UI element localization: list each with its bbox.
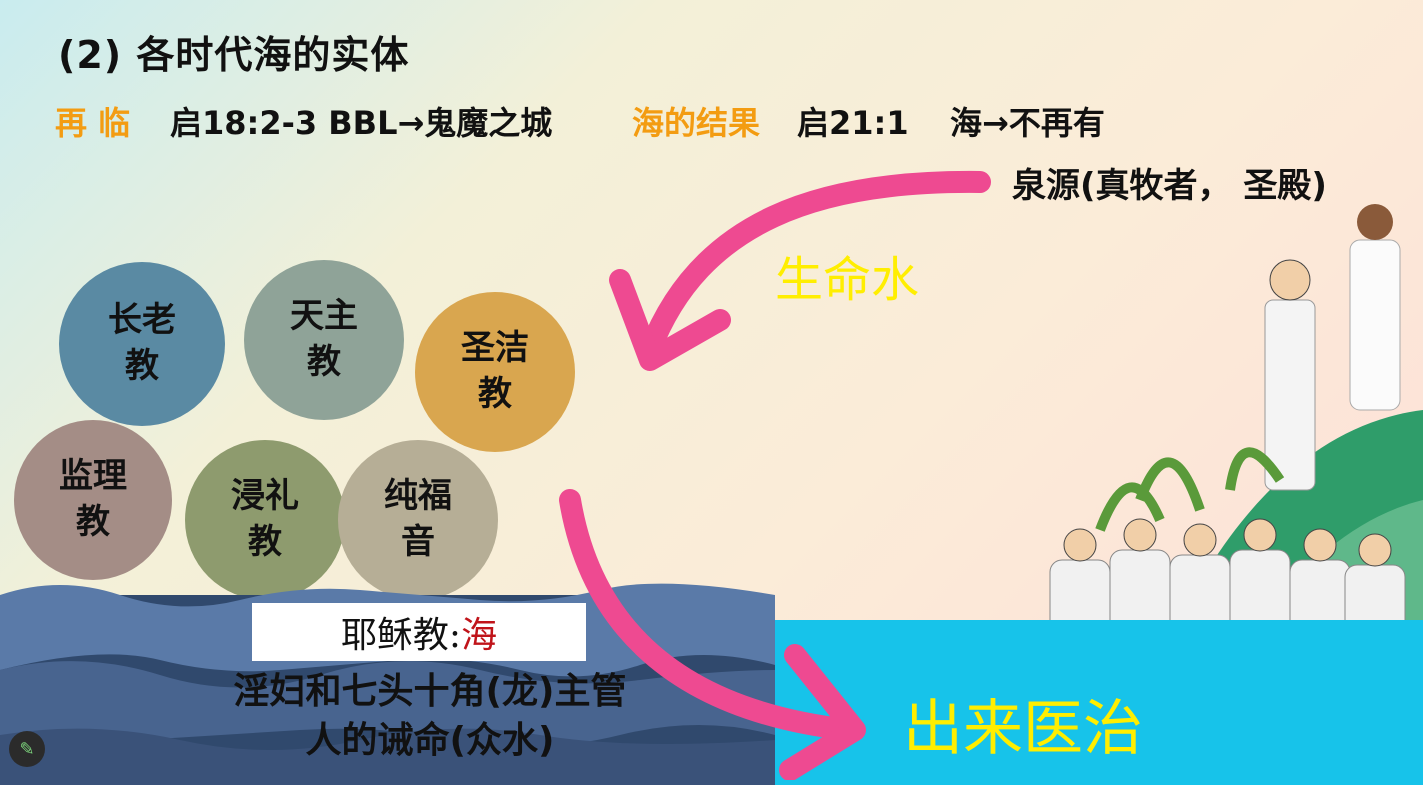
sea-description: 淫妇和七头十角(龙)主管 人的诫命(众水) [180,668,680,765]
church-full-gospel: 纯福 音 [338,440,498,600]
label-second-coming: 再 临 [55,104,131,142]
church-catholic: 天主 教 [244,260,404,420]
sea-right [775,620,1423,785]
come-out-arrow [559,489,866,780]
page-title: (2) 各时代海的实体 [58,33,410,77]
heal-label: 出来医治 [903,694,1143,764]
pen-icon[interactable]: ✎ [9,731,45,767]
church-baptist: 浸礼 教 [185,440,345,600]
jesus-sea-prefix: 耶稣教: [340,615,462,656]
sea-text-line2: 人的诫命(众水) [305,719,555,761]
church-methodist: 监理 教 [14,420,172,580]
church-presbyterian: 长老 教 [59,262,225,426]
church-holiness: 圣洁 教 [415,292,575,452]
life-water-arrow [609,170,991,371]
jesus-sea-highlight: 海 [461,615,498,656]
ref-sea-no-more: 海→不再有 [950,104,1105,142]
ref-revelation-21: 启21:1 [797,104,909,142]
source-label: 泉源(真牧者， 圣殿) [1012,166,1327,206]
ref-revelation-18: 启18:2-3 BBL→鬼魔之城 [170,104,553,142]
sea-text-line1: 淫妇和七头十角(龙)主管 [233,671,627,712]
jesus-sea-box: 耶稣教:海 [252,603,586,661]
label-sea-result: 海的结果 [632,104,761,142]
life-water-label: 生命水 [775,252,920,308]
